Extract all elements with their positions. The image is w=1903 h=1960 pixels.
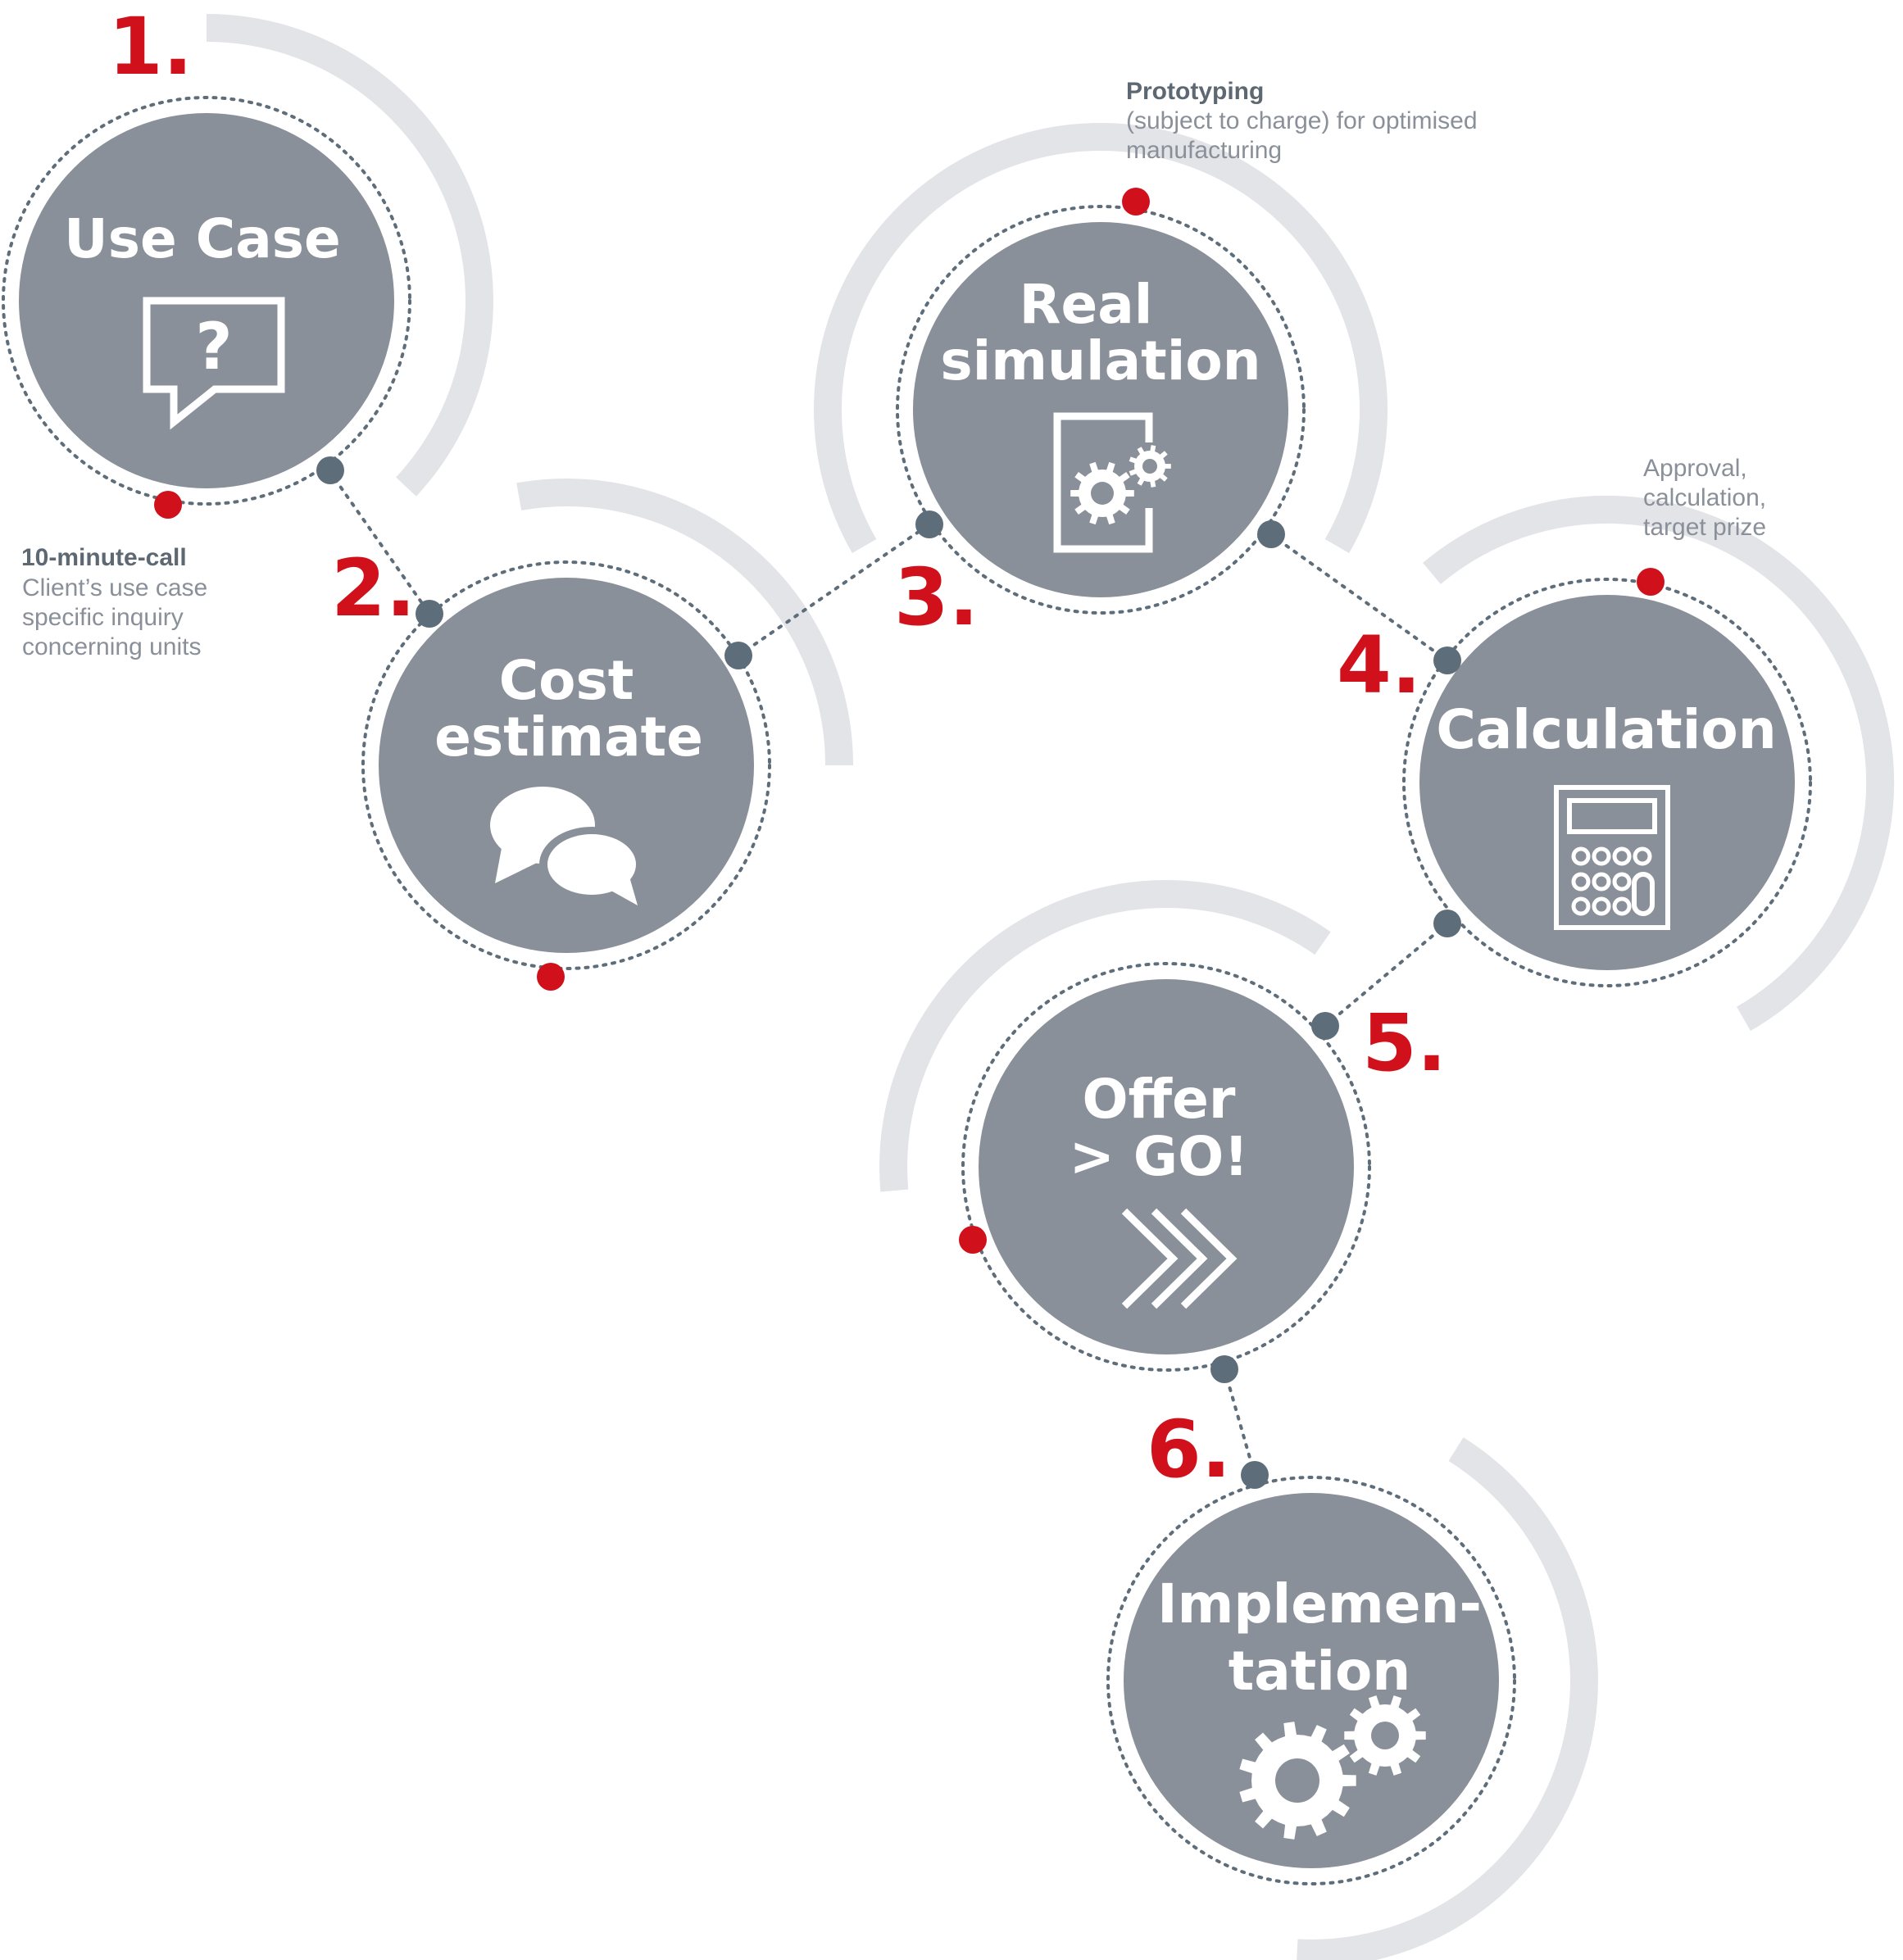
step-6-title-line-2: tation (1229, 1640, 1411, 1703)
connector-dot (316, 456, 344, 484)
background-arc-4 (1423, 496, 1895, 1032)
step-3-title-line-1: Real (1020, 273, 1153, 336)
svg-text:?: ? (195, 311, 232, 384)
gear-hole (1091, 482, 1114, 505)
connector-1-2 (328, 470, 431, 615)
accent-dot (1122, 188, 1150, 216)
accent-dot (1637, 568, 1665, 596)
dotted-ring-5 (961, 962, 1371, 1372)
step-6-title-line-1: Implemen- (1157, 1572, 1482, 1636)
gear-icon (1239, 1722, 1356, 1840)
step-5-title-line-1: Offer (1083, 1068, 1236, 1131)
calculator-key (1571, 846, 1591, 866)
annotations: 10-minute-call Client’s use case specifi… (21, 78, 1766, 660)
calculator-key (1571, 872, 1591, 892)
step-4-title: Calculation (1436, 698, 1776, 761)
gear-icon (1129, 445, 1171, 488)
document-gears-icon (1053, 412, 1171, 553)
background-arc-2 (516, 479, 853, 766)
annotation-1-line-3: concerning units (22, 633, 201, 660)
connector-dot (1210, 1355, 1238, 1383)
dotted-ring-6 (1106, 1476, 1516, 1885)
calculator-key (1592, 896, 1611, 916)
connector-2-3 (737, 523, 931, 657)
annotation-3-line-1: Approval, (1643, 455, 1747, 482)
step-circles (19, 113, 1795, 1868)
gear-hole (1142, 459, 1157, 474)
calculator-key (1592, 846, 1611, 866)
question-bubble-icon: ? (143, 297, 285, 430)
connector-dot (1241, 1461, 1269, 1489)
connector-dot (1311, 1012, 1339, 1040)
calculator-key (1612, 896, 1632, 916)
dotted-ring-4 (1402, 578, 1812, 987)
connector-4-5 (1324, 922, 1449, 1028)
step-titles: Use Case Cost estimate Real simulation C… (64, 207, 1777, 1703)
step-4-number: 4. (1337, 619, 1421, 711)
background-arc-5 (879, 880, 1331, 1192)
chevrons-right-icon (1121, 1208, 1238, 1309)
gear-icon (1344, 1695, 1426, 1776)
connector-dot (416, 600, 443, 628)
step-3-title-line-2: simulation (940, 329, 1260, 392)
step-circle-2 (379, 578, 754, 953)
step-circle-5 (979, 979, 1354, 1354)
step-1-number: 1. (108, 1, 193, 93)
background-arc-1 (206, 14, 493, 497)
accent-dot (537, 963, 565, 991)
connector-dot (1433, 910, 1461, 937)
step-numbers: 1. 2. 3. 4. 5. 6. (108, 1, 1447, 1495)
step-1-title: Use Case (64, 207, 341, 270)
dotted-ring-1 (2, 96, 411, 506)
step-circle-3 (913, 222, 1288, 597)
step-2-number: 2. (331, 542, 416, 634)
step-5-number: 5. (1362, 997, 1447, 1089)
chat-bubbles-icon (490, 787, 644, 905)
step-2-title-line-2: estimate (434, 706, 703, 769)
accent-dot (959, 1226, 987, 1254)
background-arcs (206, 14, 1895, 1960)
annotation-1-line-2: specific inquiry (22, 604, 184, 631)
annotation-3-line-2: calculation, (1643, 484, 1766, 511)
calculator-key (1612, 846, 1632, 866)
step-circle-6 (1124, 1493, 1499, 1868)
accent-dot (154, 491, 182, 519)
annotation-2-line-2: manufacturing (1126, 137, 1282, 164)
step-circle-4 (1419, 595, 1795, 970)
calculator-key (1612, 872, 1632, 892)
connector-dot (1433, 647, 1461, 674)
dotted-ring-2 (361, 560, 771, 970)
connector-dot (1257, 520, 1285, 548)
step-3-number: 3. (894, 551, 979, 643)
annotation-1-heading: 10-minute-call (21, 544, 187, 571)
step-6-number: 6. (1147, 1404, 1231, 1495)
connector-dot (724, 642, 752, 669)
connector-3-4 (1269, 533, 1449, 662)
step-5-title-line-2: > GO! (1070, 1125, 1249, 1188)
annotation-3-line-3: target prize (1643, 514, 1766, 541)
step-2-title-line-1: Cost (499, 649, 634, 712)
gear-hole (1371, 1722, 1399, 1749)
dotted-rings (2, 96, 1812, 1885)
annotation-1-line-1: Client’s use case (22, 574, 207, 601)
gear-icon (1070, 461, 1134, 525)
connector-lines (328, 470, 1449, 1477)
connector-dot (915, 510, 943, 538)
annotation-2-heading: Prototyping (1126, 78, 1264, 105)
background-arc-6 (1297, 1437, 1598, 1960)
calculator-key (1633, 846, 1652, 866)
connector-5-6 (1223, 1368, 1256, 1477)
gear-hole (1275, 1758, 1319, 1803)
background-arc-3 (814, 123, 1388, 553)
calculator-icon (1554, 785, 1670, 930)
step-icons: ? (143, 297, 1670, 1840)
annotation-2-line-1: (subject to charge) for optimised (1126, 107, 1478, 134)
dotted-ring-3 (896, 205, 1306, 615)
calculator-key (1571, 896, 1591, 916)
ring-dots (154, 188, 1665, 1489)
gears-icon (1239, 1695, 1426, 1840)
calculator-key (1592, 872, 1611, 892)
